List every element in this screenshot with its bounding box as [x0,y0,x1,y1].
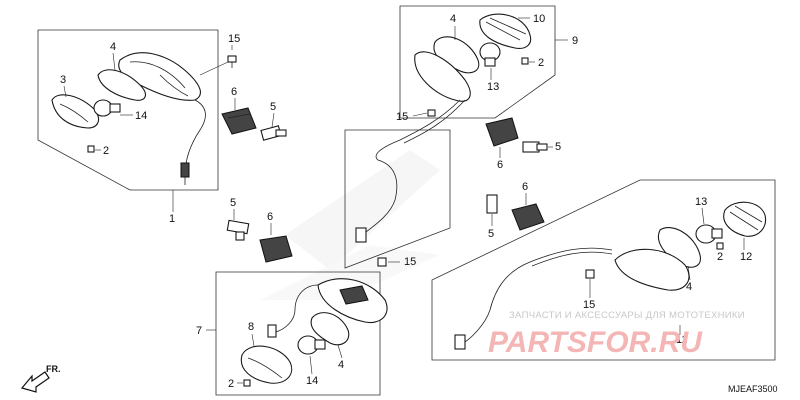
turn-signal-housing-9 [414,51,471,102]
watermark-logo-text: PARTSFOR.RU [488,326,703,359]
bulb-socket-6 [221,107,257,135]
callout-8: 8 [248,321,254,333]
callout-15: 15 [404,256,416,268]
honda-wing-watermark [260,150,440,300]
callout-11: 11 [676,334,687,346]
callout-2: 2 [538,57,544,69]
gasket-4 [310,312,350,346]
callout-14: 14 [135,110,147,122]
assembly-7-box [215,271,381,396]
callout-5: 5 [230,197,236,209]
assembly-1-box [37,29,219,191]
bulb-socket-6 [259,235,293,263]
callout-3: 3 [60,74,66,86]
watermark-caption: ЗАПЧАСТИ И АКСЕССУАРЫ ДЛЯ МОТОТЕХНИКИ [509,310,745,321]
screw-2 [87,145,95,153]
lens-10 [479,13,532,49]
bulb-socket-6 [511,203,545,231]
callout-9: 9 [572,35,578,47]
callout-2: 2 [103,145,109,157]
callout-6: 6 [231,86,237,98]
callout-1: 1 [169,213,175,225]
callout-2: 2 [717,251,723,263]
callout-6: 6 [497,159,503,171]
connector [180,162,190,178]
socket-group-middle-lower: 6 5 [486,181,545,240]
callout-12: 12 [740,251,752,263]
grommet-5 [226,219,250,241]
front-direction-arrow: FR. [20,364,61,393]
assembly-11-box [431,179,776,361]
screw-15 [227,55,237,68]
assembly-9-rear-right: 9 10 4 13 2 15 [396,5,578,123]
callout-13: 13 [695,196,707,208]
callout-15: 15 [228,33,240,45]
callout-2: 2 [228,378,234,390]
lens-12 [723,201,767,237]
diagram-code: MJEAF3500 [728,384,778,394]
lens-3 [51,94,100,129]
bulb-socket-6 [485,117,519,147]
grommet-5 [260,125,287,141]
grommet-5 [486,194,498,214]
screw-2 [716,242,724,250]
screw-15 [427,109,436,117]
assembly-11-rear-left: 12 13 2 4 15 11 [431,179,776,361]
turn-signal-housing-11 [614,248,690,291]
callout-7: 7 [196,325,202,337]
callout-15: 15 [583,299,595,311]
callout-14: 14 [306,375,318,387]
screw-15 [585,269,595,279]
bulb-14 [93,99,113,117]
callout-4: 4 [686,281,692,293]
screw-15-lower: 15 [377,256,416,268]
screw-2 [243,379,251,387]
callout-6: 6 [522,181,528,193]
assembly-7-front-right: 7 4 14 8 2 [196,271,388,396]
gasket-4 [658,227,701,268]
callout-5: 5 [270,101,276,113]
callout-4: 4 [450,13,456,25]
socket-group-left-lower: 5 6 [226,197,293,263]
callout-6: 6 [267,211,273,223]
wire-box [344,129,451,269]
lens-8 [240,345,293,384]
assembly-9-box [399,5,556,119]
wire-harness-middle [344,99,466,269]
socket-group-left-upper: 6 5 [221,86,287,141]
gasket-ring [97,69,146,101]
callout-13: 13 [487,81,499,93]
direction-label: FR. [46,364,61,374]
callout-10: 10 [533,13,545,25]
callout-5: 5 [488,228,494,240]
callout-15: 15 [396,111,408,123]
arrow-icon [20,371,50,393]
grommet-5 [522,141,548,153]
callout-5: 5 [555,141,561,153]
callout-4: 4 [110,41,116,53]
screw-2 [521,57,529,65]
callout-4: 4 [338,359,344,371]
socket-group-middle-upper: 6 5 [485,117,561,171]
assembly-1-front-left: 4 3 14 2 15 1 [37,29,240,225]
